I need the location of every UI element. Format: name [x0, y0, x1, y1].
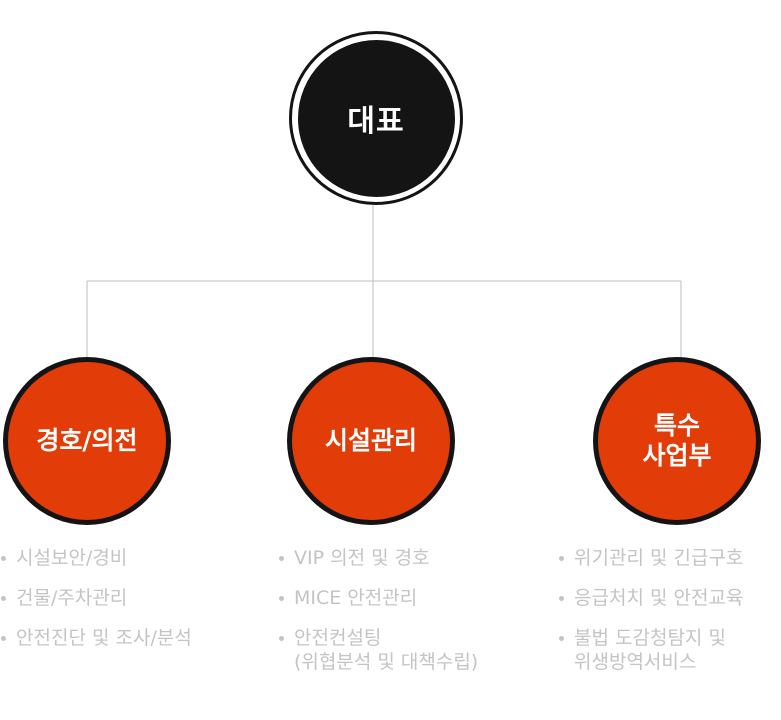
bullet-dot	[559, 596, 564, 601]
root-node: 대표	[289, 31, 463, 205]
bullet-dot	[1, 556, 6, 561]
bullet-dot	[1, 596, 6, 601]
duty-item-text: 안전컨설팅	[294, 627, 382, 649]
root-node-label: 대표	[347, 104, 405, 139]
duty-item-text: 건물/주차관리	[16, 587, 128, 609]
department-node-3-label: 특수 사업부	[642, 411, 711, 471]
bullet-dot	[1, 636, 6, 641]
duty-item: 응급처치 및 안전교육	[559, 586, 743, 610]
bullet-dot	[279, 556, 284, 561]
duty-item: 안전컨설팅 (위협분석 및 대책수립)	[279, 626, 478, 674]
duty-item: 위기관리 및 긴급구호	[559, 546, 743, 570]
department-node-2: 시설관리	[287, 357, 455, 525]
department-node-3-label-line-2: 사업부	[642, 441, 712, 470]
duty-item-text-continued: 위생방역서비스	[574, 651, 697, 673]
department-1-duties: 시설보안/경비 건물/주차관리 안전진단 및 조사/분석	[1, 546, 192, 666]
bullet-dot	[279, 636, 284, 641]
duty-item-text: 불법 도감청탐지 및	[574, 627, 726, 649]
duty-item: 안전진단 및 조사/분석	[1, 626, 192, 650]
department-2-duties: VIP 의전 및 경호 MICE 안전관리 안전컨설팅 (위협분석 및 대책수립…	[279, 546, 478, 690]
duty-item: VIP 의전 및 경호	[279, 546, 478, 570]
duty-item-text: MICE 안전관리	[294, 587, 418, 609]
duty-item-text: 시설보안/경비	[16, 547, 128, 569]
duty-item: MICE 안전관리	[279, 586, 478, 610]
department-node-3-label-line-1: 특수	[653, 411, 700, 440]
department-node-1-label-line: 경호/의전	[36, 426, 138, 455]
duty-item-text: VIP 의전 및 경호	[294, 547, 430, 569]
bullet-dot	[559, 556, 564, 561]
bullet-dot	[279, 596, 284, 601]
duty-item: 불법 도감청탐지 및 위생방역서비스	[559, 626, 743, 674]
duty-item-text: 응급처치 및 안전교육	[574, 587, 744, 609]
duty-item: 건물/주차관리	[1, 586, 192, 610]
department-node-2-label-line: 시설관리	[324, 426, 417, 455]
duty-item-text: 위기관리 및 긴급구호	[574, 547, 744, 569]
root-node-inner: 대표	[297, 39, 455, 197]
department-node-3: 특수 사업부	[593, 357, 761, 525]
department-node-1-inner: 경호/의전	[8, 362, 166, 520]
department-node-2-label: 시설관리	[325, 426, 417, 456]
department-3-duties: 위기관리 및 긴급구호 응급처치 및 안전교육 불법 도감청탐지 및 위생방역서…	[559, 546, 743, 690]
bullet-dot	[559, 636, 564, 641]
department-node-3-inner: 특수 사업부	[598, 362, 756, 520]
department-node-1: 경호/의전	[3, 357, 171, 525]
department-node-1-label: 경호/의전	[36, 426, 137, 456]
duty-item-text-continued: (위협분석 및 대책수립)	[294, 651, 479, 673]
department-node-2-inner: 시설관리	[292, 362, 450, 520]
duty-item: 시설보안/경비	[1, 546, 192, 570]
duty-item-text: 안전진단 및 조사/분석	[16, 627, 192, 649]
